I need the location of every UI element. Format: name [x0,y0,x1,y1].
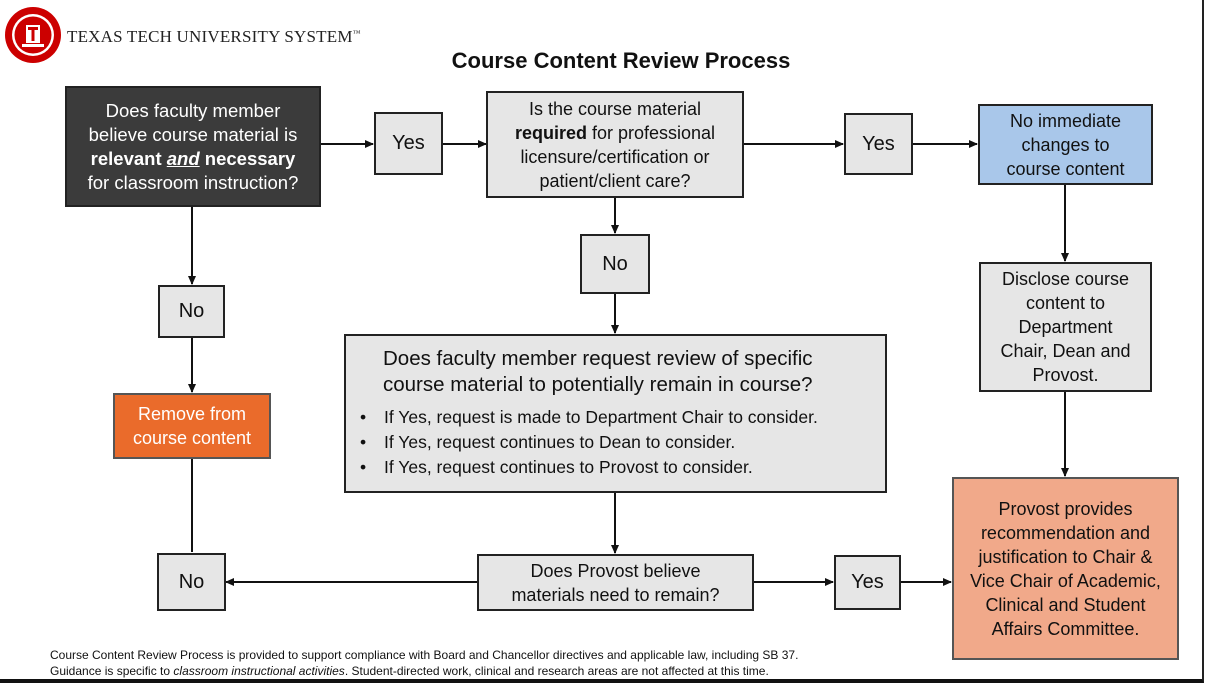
request-review-box: Does faculty member request review of sp… [344,334,887,493]
provost-recommendation-box: Provost provides recommendation and just… [952,477,1179,660]
required-question-box: Is the course material required for prof… [486,91,744,198]
provost-question-box: Does Provost believe materials need to r… [477,554,754,611]
footer-line-1: Course Content Review Process is provide… [50,648,799,662]
yes-label-1: Yes [374,112,443,175]
review-bullet: If Yes, request continues to Provost to … [354,455,875,480]
review-bullet: If Yes, request is made to Department Ch… [354,405,875,430]
yes-label-2: Yes [844,113,913,175]
footer-note: Course Content Review Process is provide… [50,647,798,679]
no-label-2: No [580,234,650,294]
no-label-1: No [158,285,225,338]
page-title: Course Content Review Process [451,48,791,73]
review-bullets: If Yes, request is made to Department Ch… [354,405,875,480]
no-immediate-changes-box: No immediate changes to course content [978,104,1153,185]
review-heading: Does faculty member request review of sp… [383,347,813,396]
system-name: TEXAS TECH UNIVERSITY SYSTEM™ [67,27,361,46]
yes-label-3: Yes [834,555,901,610]
university-seal-logo [5,7,61,63]
disclose-content-box: Disclose course content to Department Ch… [979,262,1152,392]
no-label-3: No [157,553,226,611]
relevance-question-box: Does faculty member believe course mater… [65,86,321,207]
remove-from-course-box: Remove from course content [113,393,271,459]
footer-line-2: Guidance is specific to classroom instru… [50,664,769,678]
review-bullet: If Yes, request continues to Dean to con… [354,430,875,455]
